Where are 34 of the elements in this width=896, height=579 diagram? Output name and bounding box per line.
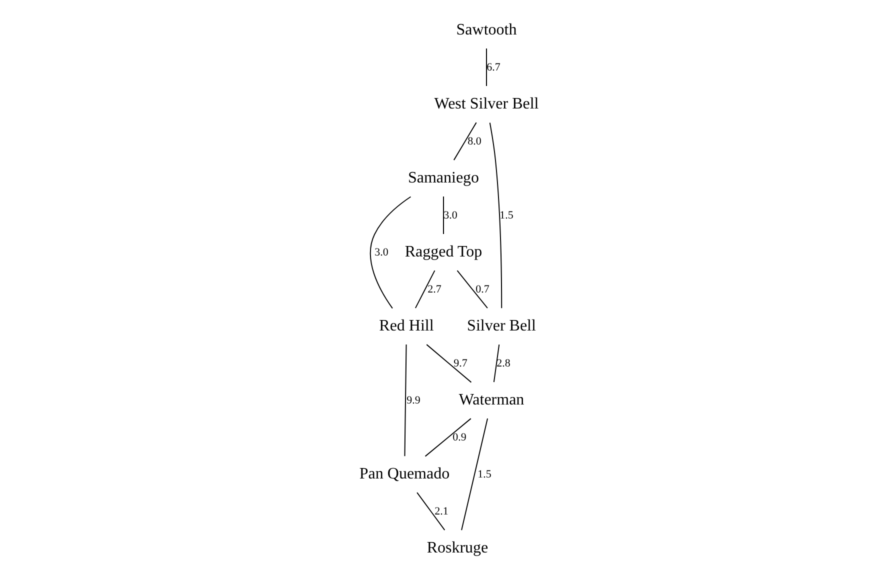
edge-label: 0.7 [475, 283, 489, 296]
connector [492, 344, 500, 383]
node-text: Samaniego [407, 169, 479, 186]
edge-label: 2.8 [496, 357, 510, 370]
connector [404, 344, 406, 457]
edge-label: 1.5 [499, 209, 513, 222]
connector [488, 122, 502, 309]
connector [414, 270, 435, 309]
node-text: West Silver Bell [434, 95, 538, 112]
connector [416, 492, 445, 531]
connector [424, 418, 471, 457]
connector [442, 196, 444, 235]
connector [452, 122, 476, 161]
connector [456, 270, 488, 309]
node-text: Pan Quemado [358, 465, 450, 482]
edge-label: 3.0 [443, 209, 457, 222]
node-text: Sawtooth [456, 21, 516, 38]
node-text: Roskruge [426, 539, 488, 556]
edge-label: 2.1 [434, 505, 448, 518]
edge-label: 1.5 [477, 468, 491, 480]
connector [460, 418, 488, 531]
node-text: Ragged Top [404, 243, 482, 260]
node-text: Silver Bell [466, 317, 536, 334]
connector [426, 344, 472, 383]
edge-label: 2.7 [427, 283, 441, 296]
edge-label: 0.9 [452, 431, 466, 444]
edge-label: 3.0 [374, 246, 388, 258]
connector [369, 196, 411, 309]
edge-label: 8.0 [467, 135, 481, 148]
edge-label: 6.7 [486, 61, 500, 74]
node-text: Red Hill [378, 317, 434, 334]
edge-label: 9.7 [453, 357, 467, 370]
node-text: Waterman [458, 391, 524, 408]
edge-label: 9.9 [406, 394, 420, 406]
